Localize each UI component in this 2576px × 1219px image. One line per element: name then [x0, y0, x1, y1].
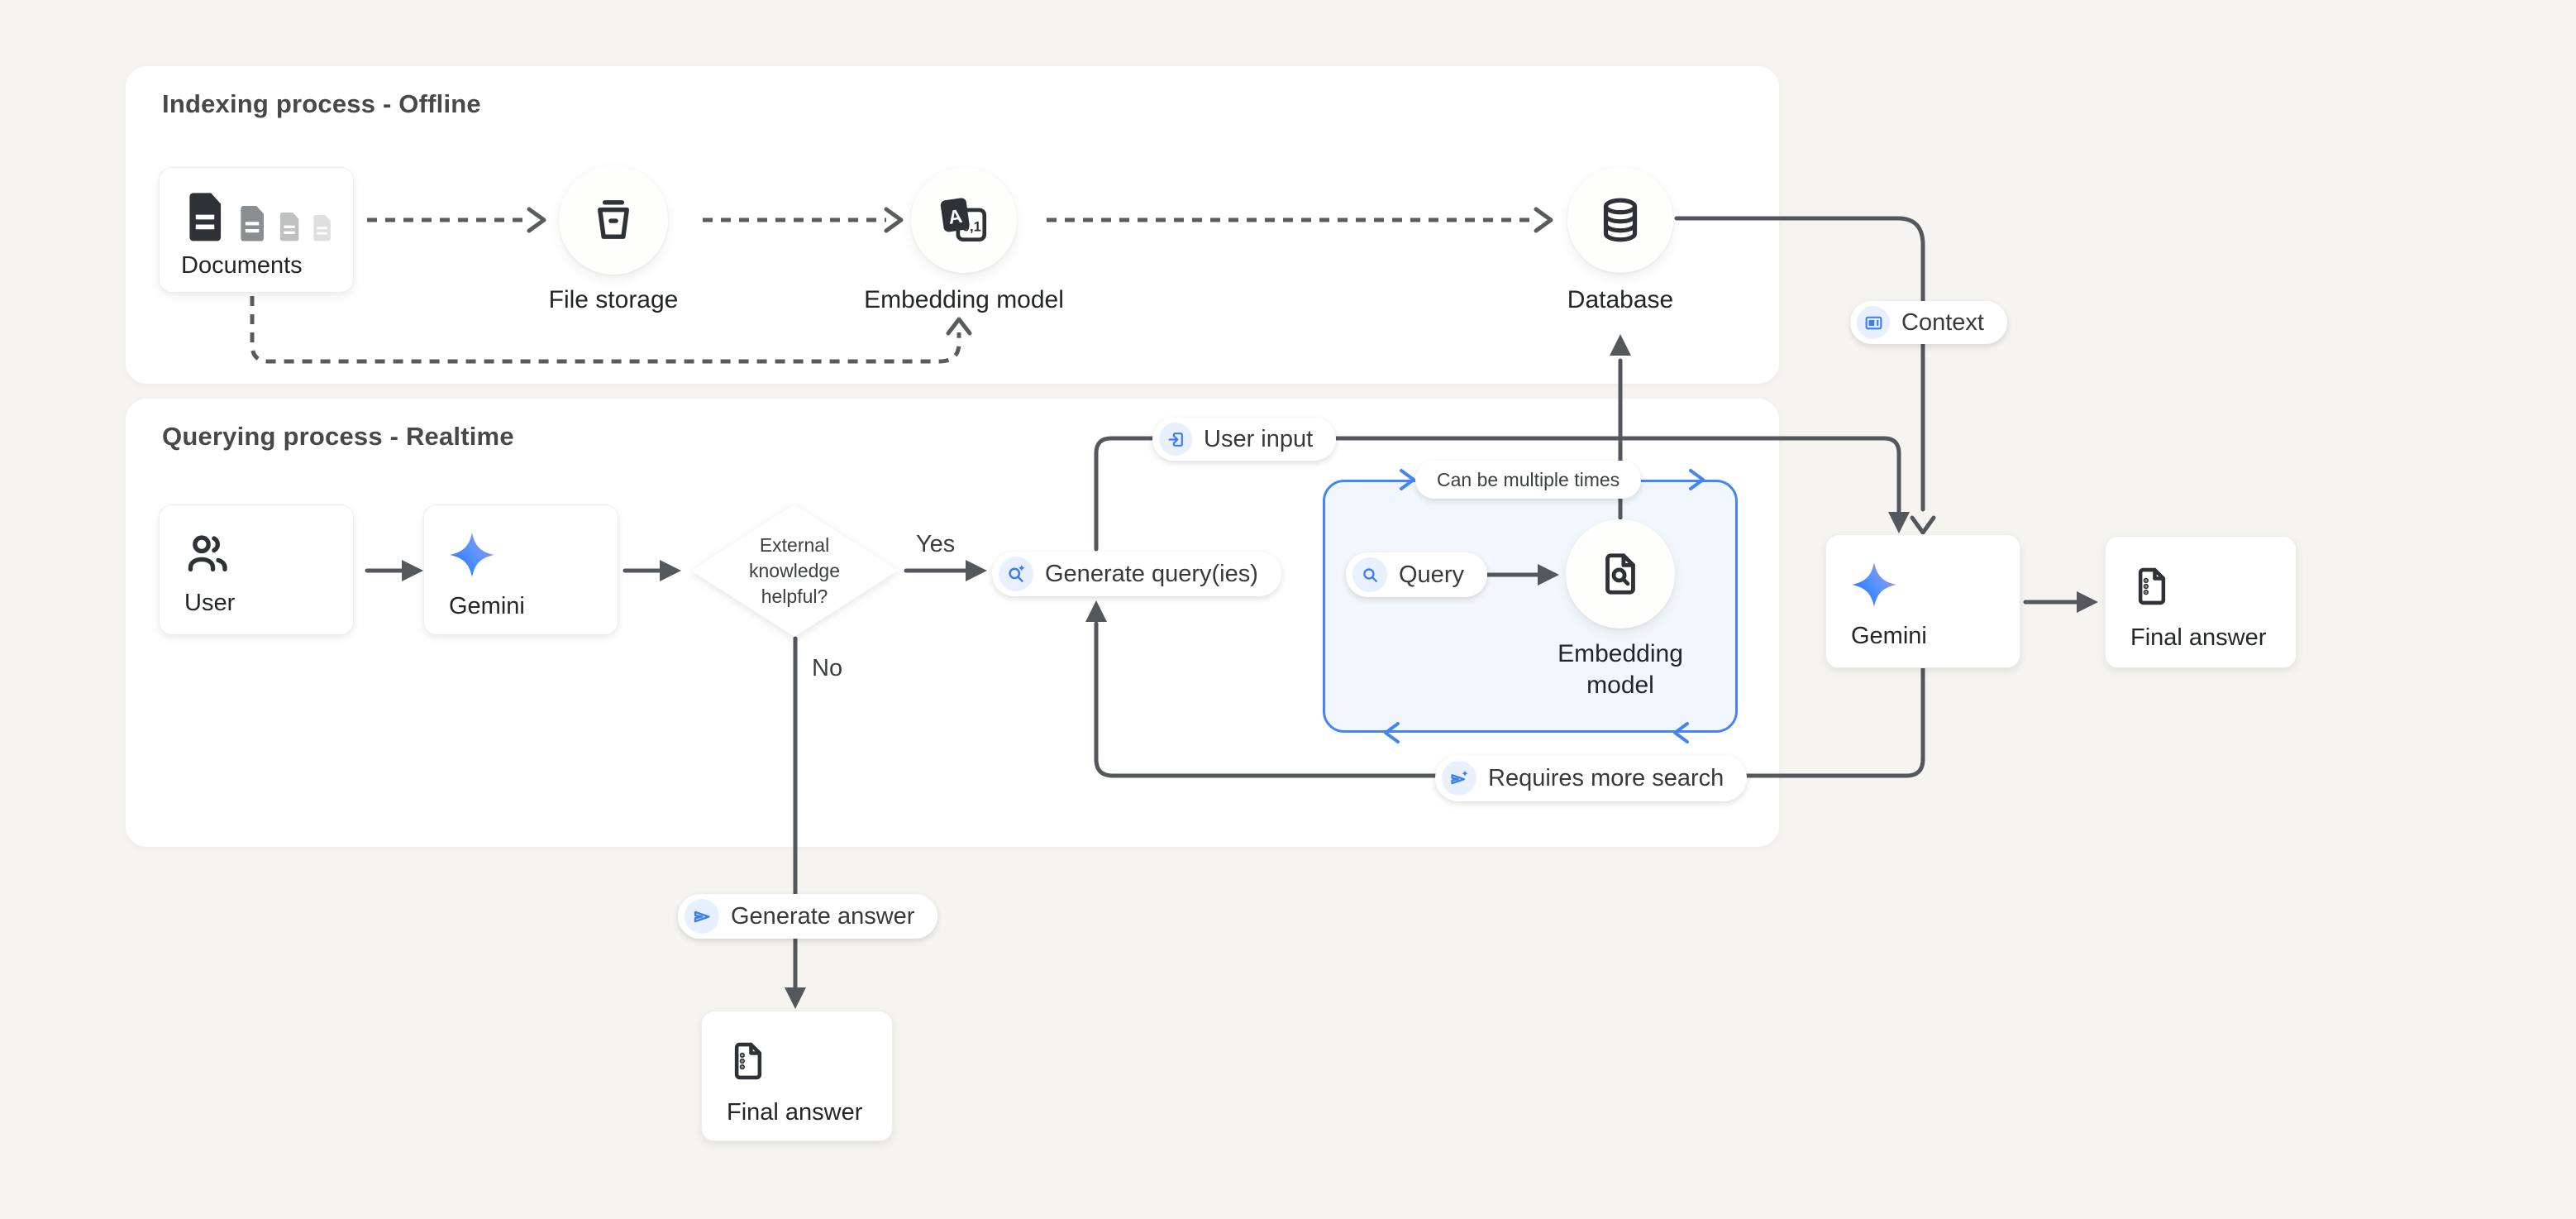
embedding-model-realtime-node — [1566, 519, 1675, 629]
arrowhead-filled — [1085, 600, 1107, 622]
database-icon — [1603, 198, 1638, 242]
arrowhead-filled — [2077, 591, 2098, 613]
input-icon — [1159, 423, 1192, 456]
arrowhead-chevron — [884, 207, 904, 233]
text-to-numbers-icon: 0,1 A — [940, 198, 987, 241]
final-answer-right-card: Final answer — [2105, 536, 2297, 668]
arrowhead-filled — [785, 987, 806, 1009]
arrowhead-filled — [1538, 564, 1559, 586]
documents-label: Documents — [181, 252, 303, 279]
user-input-label: User input — [1204, 425, 1314, 452]
gemini-star-icon — [450, 533, 494, 577]
file-storage-node — [559, 165, 668, 275]
user-input-pill: User input — [1152, 418, 1337, 461]
edge-genqueries-userinput-to-gemini2 — [1094, 436, 1901, 552]
gemini-label: Gemini — [449, 593, 525, 619]
arrowhead-filled — [966, 560, 987, 581]
search-sparkle-icon — [999, 557, 1033, 591]
embedding-model-realtime-label: Embedding model — [1558, 640, 1683, 699]
edge-documents-loop-to-embedding — [250, 296, 961, 364]
final-answer-bottom-label: Final answer — [727, 1099, 863, 1126]
context-label: Context — [1901, 308, 1984, 336]
context-pill: Context — [1850, 301, 2007, 344]
file-search-icon — [1605, 553, 1635, 595]
svg-text:A: A — [947, 205, 963, 228]
arrowhead-chevron — [527, 207, 546, 233]
requires-more-search-label: Requires more search — [1488, 764, 1724, 791]
arrowhead-filled — [1888, 512, 1910, 533]
loop-arrow-left — [1673, 722, 1689, 743]
arrowhead-filled — [660, 560, 681, 581]
query-label: Query — [1399, 561, 1464, 588]
gemini-output-label: Gemini — [1851, 623, 1927, 649]
final-answer-file-icon — [2138, 567, 2166, 605]
yes-edge-label: Yes — [916, 531, 956, 557]
no-edge-label: No — [812, 655, 843, 681]
final-answer-file-icon — [734, 1042, 762, 1080]
requires-more-search-pill: Requires more search — [1435, 755, 1748, 801]
loop-arrow-left — [1384, 722, 1400, 743]
final-answer-bottom-card: Final answer — [701, 1011, 893, 1141]
users-icon — [188, 535, 227, 572]
gemini-card: Gemini — [423, 504, 618, 635]
database-node — [1567, 167, 1673, 273]
arrowhead-filled — [1610, 334, 1631, 356]
database-label: Database — [1567, 286, 1674, 313]
loop-arrow-right — [1400, 469, 1415, 490]
user-label: User — [184, 590, 236, 616]
final-answer-right-label: Final answer — [2130, 624, 2267, 651]
loop-arrow-right — [1689, 469, 1705, 490]
arrowhead-filled — [402, 560, 423, 581]
embedding-model-offline-node: 0,1 A — [911, 167, 1017, 273]
bucket-icon — [598, 200, 629, 239]
send-sparkle-icon — [1442, 761, 1476, 796]
user-card: User — [159, 504, 354, 635]
retrieval-loop-box — [1323, 480, 1738, 733]
decision-diamond: External knowledge helpful? — [691, 504, 898, 637]
edge-database-context-to-gemini2 — [1674, 216, 1925, 512]
arrowhead-chevron — [1534, 207, 1553, 233]
can-be-multiple-times-label: Can be multiple times — [1437, 468, 1620, 490]
query-pill: Query — [1346, 552, 1487, 597]
querying-panel-title: Querying process - Realtime — [162, 422, 514, 451]
documents-icon — [181, 191, 353, 242]
indexing-panel-title: Indexing process - Offline — [162, 89, 481, 118]
gemini-output-card: Gemini — [1825, 534, 2020, 668]
generate-queries-pill: Generate query(ies) — [992, 552, 1281, 596]
file-storage-label: File storage — [548, 286, 679, 313]
context-icon — [1857, 306, 1890, 339]
documents-card: Documents — [159, 167, 354, 293]
search-icon — [1352, 557, 1387, 592]
gemini-star-icon — [1852, 562, 1896, 607]
send-icon — [685, 899, 719, 934]
arrowhead-chevron — [946, 317, 972, 336]
generate-answer-pill: Generate answer — [678, 894, 938, 939]
embedding-model-offline-label: Embedding model — [864, 286, 1064, 313]
decision-diamond-label: External knowledge helpful? — [749, 533, 840, 607]
generate-queries-label: Generate query(ies) — [1045, 560, 1258, 587]
edge-gemini2-requiresmore-to-genqueries — [1094, 621, 1925, 778]
can-be-multiple-times-pill: Can be multiple times — [1415, 461, 1642, 499]
arrowhead-chevron — [1910, 515, 1936, 535]
generate-answer-label: Generate answer — [731, 902, 915, 930]
